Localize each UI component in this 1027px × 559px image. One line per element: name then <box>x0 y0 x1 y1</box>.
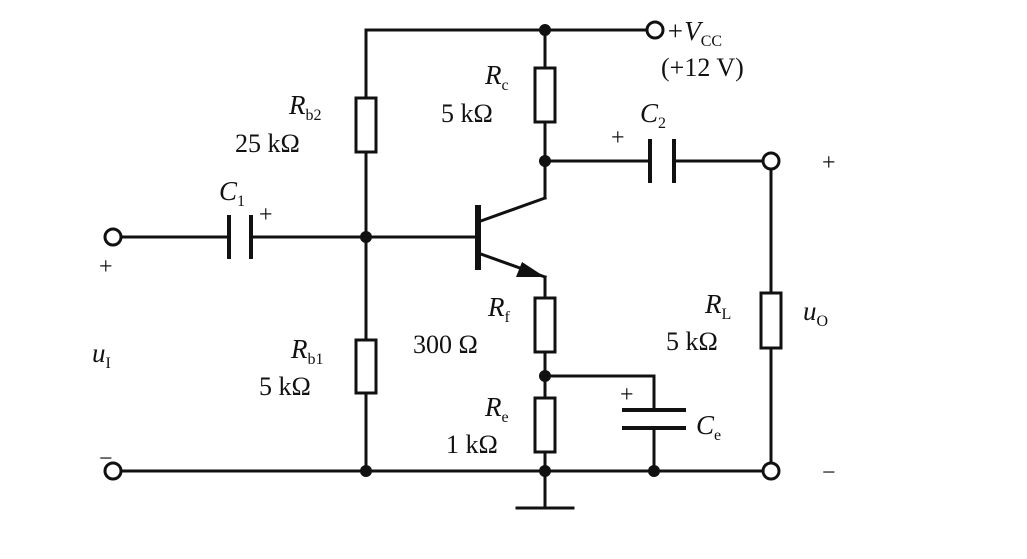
resistor-rb1 <box>354 338 378 395</box>
vcc-value: (+12 V) <box>661 53 744 82</box>
rc-value: 5 kΩ <box>441 99 493 128</box>
resistor-rb2 <box>354 96 378 154</box>
output-plus-sign: + <box>822 150 836 176</box>
junction-nodes <box>360 24 660 477</box>
resistor-rl <box>759 291 783 350</box>
output-label: uO <box>803 296 828 330</box>
rc-label: Rc <box>484 60 509 94</box>
resistor-re <box>533 396 557 454</box>
c2-polarity: + <box>611 125 625 151</box>
rb2-value: 25 kΩ <box>235 129 300 158</box>
c1-label: C1 <box>219 176 245 210</box>
input-label: uI <box>92 338 111 372</box>
ce-label: Ce <box>696 410 721 444</box>
re-label: Re <box>484 392 509 426</box>
resistor-rc <box>533 66 557 124</box>
rb1-value: 5 kΩ <box>259 372 311 401</box>
wires <box>119 28 773 510</box>
c2-label: C2 <box>640 98 666 132</box>
resistor-rf <box>533 296 557 354</box>
input-terminal-top <box>103 227 123 247</box>
transistor-collector-lead <box>476 196 547 224</box>
input-terminal-bottom <box>103 461 123 481</box>
input-minus-sign: − <box>99 446 113 472</box>
ce-polarity: + <box>620 382 634 408</box>
npn-transistor <box>475 196 547 279</box>
rf-value: 300 Ω <box>413 330 478 359</box>
output-terminal-bottom <box>761 461 781 481</box>
vcc-terminal <box>645 20 665 40</box>
output-minus-sign: − <box>822 460 836 486</box>
rl-value: 5 kΩ <box>666 327 718 356</box>
re-value: 1 kΩ <box>446 430 498 459</box>
rb1-label: Rb1 <box>290 334 324 368</box>
vcc-label: +VCC <box>666 16 722 50</box>
capacitor-c1 <box>227 215 253 259</box>
rb2-label: Rb2 <box>288 90 322 124</box>
output-terminal-top <box>761 151 781 171</box>
c1-polarity: + <box>259 202 273 228</box>
emitter-arrow-icon <box>516 262 545 277</box>
rl-label: RL <box>704 289 731 323</box>
input-plus-sign: + <box>99 254 113 280</box>
rf-label: Rf <box>487 292 511 326</box>
capacitor-c2 <box>648 139 676 183</box>
capacitor-ce <box>622 408 686 430</box>
